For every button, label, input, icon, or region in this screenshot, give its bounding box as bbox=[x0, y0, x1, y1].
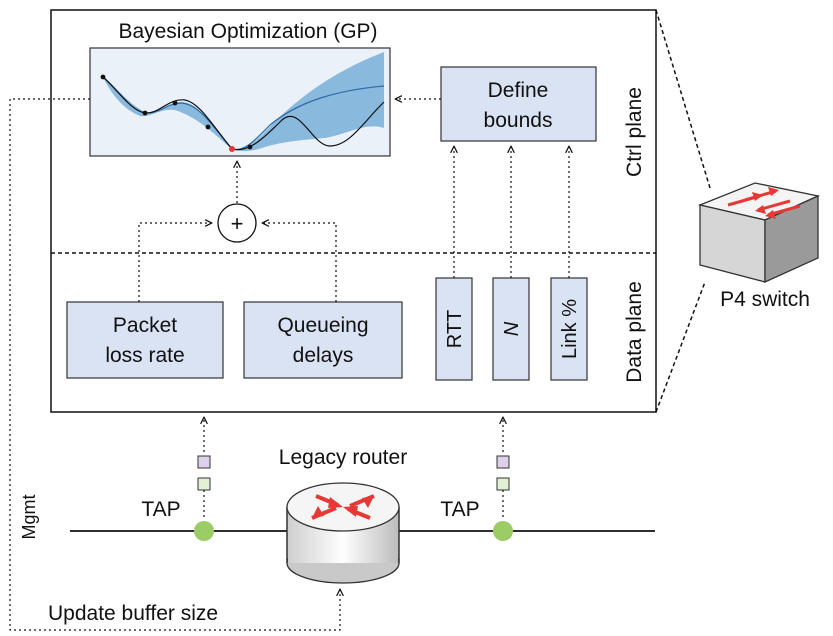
gp-sample-point bbox=[205, 124, 211, 130]
define-bounds-label: Define bbox=[488, 79, 549, 102]
gp-sample-point bbox=[247, 144, 253, 150]
gp-sample-point bbox=[172, 100, 178, 106]
packet-loss-box bbox=[66, 301, 224, 379]
ctrl-plane-label: Ctrl plane bbox=[623, 87, 646, 177]
bo-title: Bayesian Optimization (GP) bbox=[118, 20, 377, 43]
p4-switch-icon bbox=[697, 182, 821, 284]
mgmt-line bbox=[9, 98, 340, 631]
update-buffer-label: Update buffer size bbox=[48, 602, 218, 625]
link-box bbox=[550, 277, 588, 381]
tap-left-dot bbox=[194, 521, 214, 541]
gp-sample-point bbox=[142, 110, 148, 116]
tap-left-square-purple bbox=[197, 455, 211, 469]
tap-right-square-green bbox=[496, 477, 510, 491]
gp-next-point bbox=[229, 146, 235, 152]
n-box bbox=[492, 277, 530, 381]
tap-right-dot bbox=[493, 521, 513, 541]
sum-symbol: + bbox=[231, 211, 244, 236]
packet-loss-label-2: loss rate bbox=[105, 344, 184, 367]
n-label: N bbox=[501, 321, 523, 336]
gp-plot bbox=[89, 47, 391, 157]
legacy-router-label: Legacy router bbox=[279, 446, 407, 469]
p4-switch-label: P4 switch bbox=[720, 288, 810, 311]
link-label: Link % bbox=[559, 299, 581, 359]
data-plane-label: Data plane bbox=[623, 281, 646, 383]
rtt-label: RTT bbox=[444, 310, 466, 349]
loss-to-sum-arrow bbox=[138, 223, 211, 302]
zoom-line-top bbox=[655, 9, 711, 189]
packet-loss-label: Packet bbox=[113, 314, 177, 337]
queueing-delays-label: Queueing bbox=[277, 314, 368, 337]
sum-node bbox=[217, 203, 257, 243]
define-bounds-label-2: bounds bbox=[484, 109, 553, 132]
mgmt-label: Mgmt bbox=[19, 495, 39, 540]
tap-right-label: TAP bbox=[440, 498, 479, 521]
tap-left-label: TAP bbox=[141, 498, 180, 521]
legacy-router-icon bbox=[286, 482, 400, 584]
delay-to-sum-arrow bbox=[263, 223, 337, 302]
p4-enclosure bbox=[50, 9, 657, 413]
tap-right-square-purple bbox=[496, 455, 510, 469]
gp-sample-point bbox=[100, 74, 106, 80]
gp-confidence-band bbox=[103, 52, 384, 152]
queueing-delays-label-2: delays bbox=[293, 344, 354, 367]
define-bounds-box bbox=[440, 66, 597, 142]
zoom-line-bottom bbox=[655, 281, 706, 413]
tap-left-square-green bbox=[197, 477, 211, 491]
queueing-delays-box bbox=[243, 301, 403, 379]
rtt-box bbox=[435, 277, 473, 381]
